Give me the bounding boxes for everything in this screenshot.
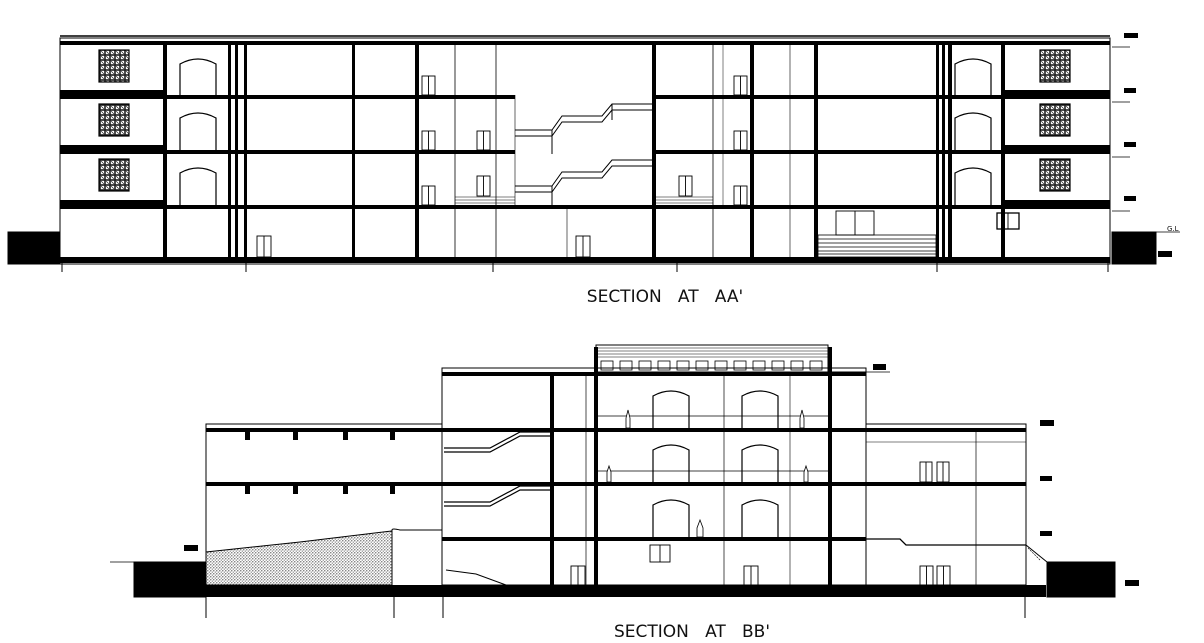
grid-markers-bb [205,597,1026,618]
ground-left-bb [133,561,207,598]
human-figures [606,409,809,538]
ground-level-label: G.L [1167,225,1179,233]
windows-right [1039,49,1071,192]
clerestory-windows [600,360,823,371]
grid-markers-aa [61,263,1109,272]
ground-right [1111,231,1157,265]
ground-left [7,231,61,265]
staircase-bb [444,431,550,586]
section-bb [110,344,1139,618]
windows-left [98,49,130,192]
ground-steps-aa [817,234,937,258]
section-aa [7,33,1180,272]
arched-openings [179,58,992,205]
staircase-aa [514,95,652,209]
level-markers-bb [184,364,1139,586]
section-aa-caption: SECTION AT AA' [587,287,743,307]
ground-right-bb [1046,561,1116,598]
section-bb-caption: SECTION AT BB' [614,622,770,642]
roof-clerestory [595,344,829,373]
columns [163,41,1005,263]
arched-openings-bb [652,390,779,537]
doors-bb [570,461,951,586]
doors [256,75,1020,258]
level-markers-aa [1112,33,1172,257]
floor-slabs [60,41,1110,263]
right-wing [865,423,1027,586]
central-block [441,367,867,586]
